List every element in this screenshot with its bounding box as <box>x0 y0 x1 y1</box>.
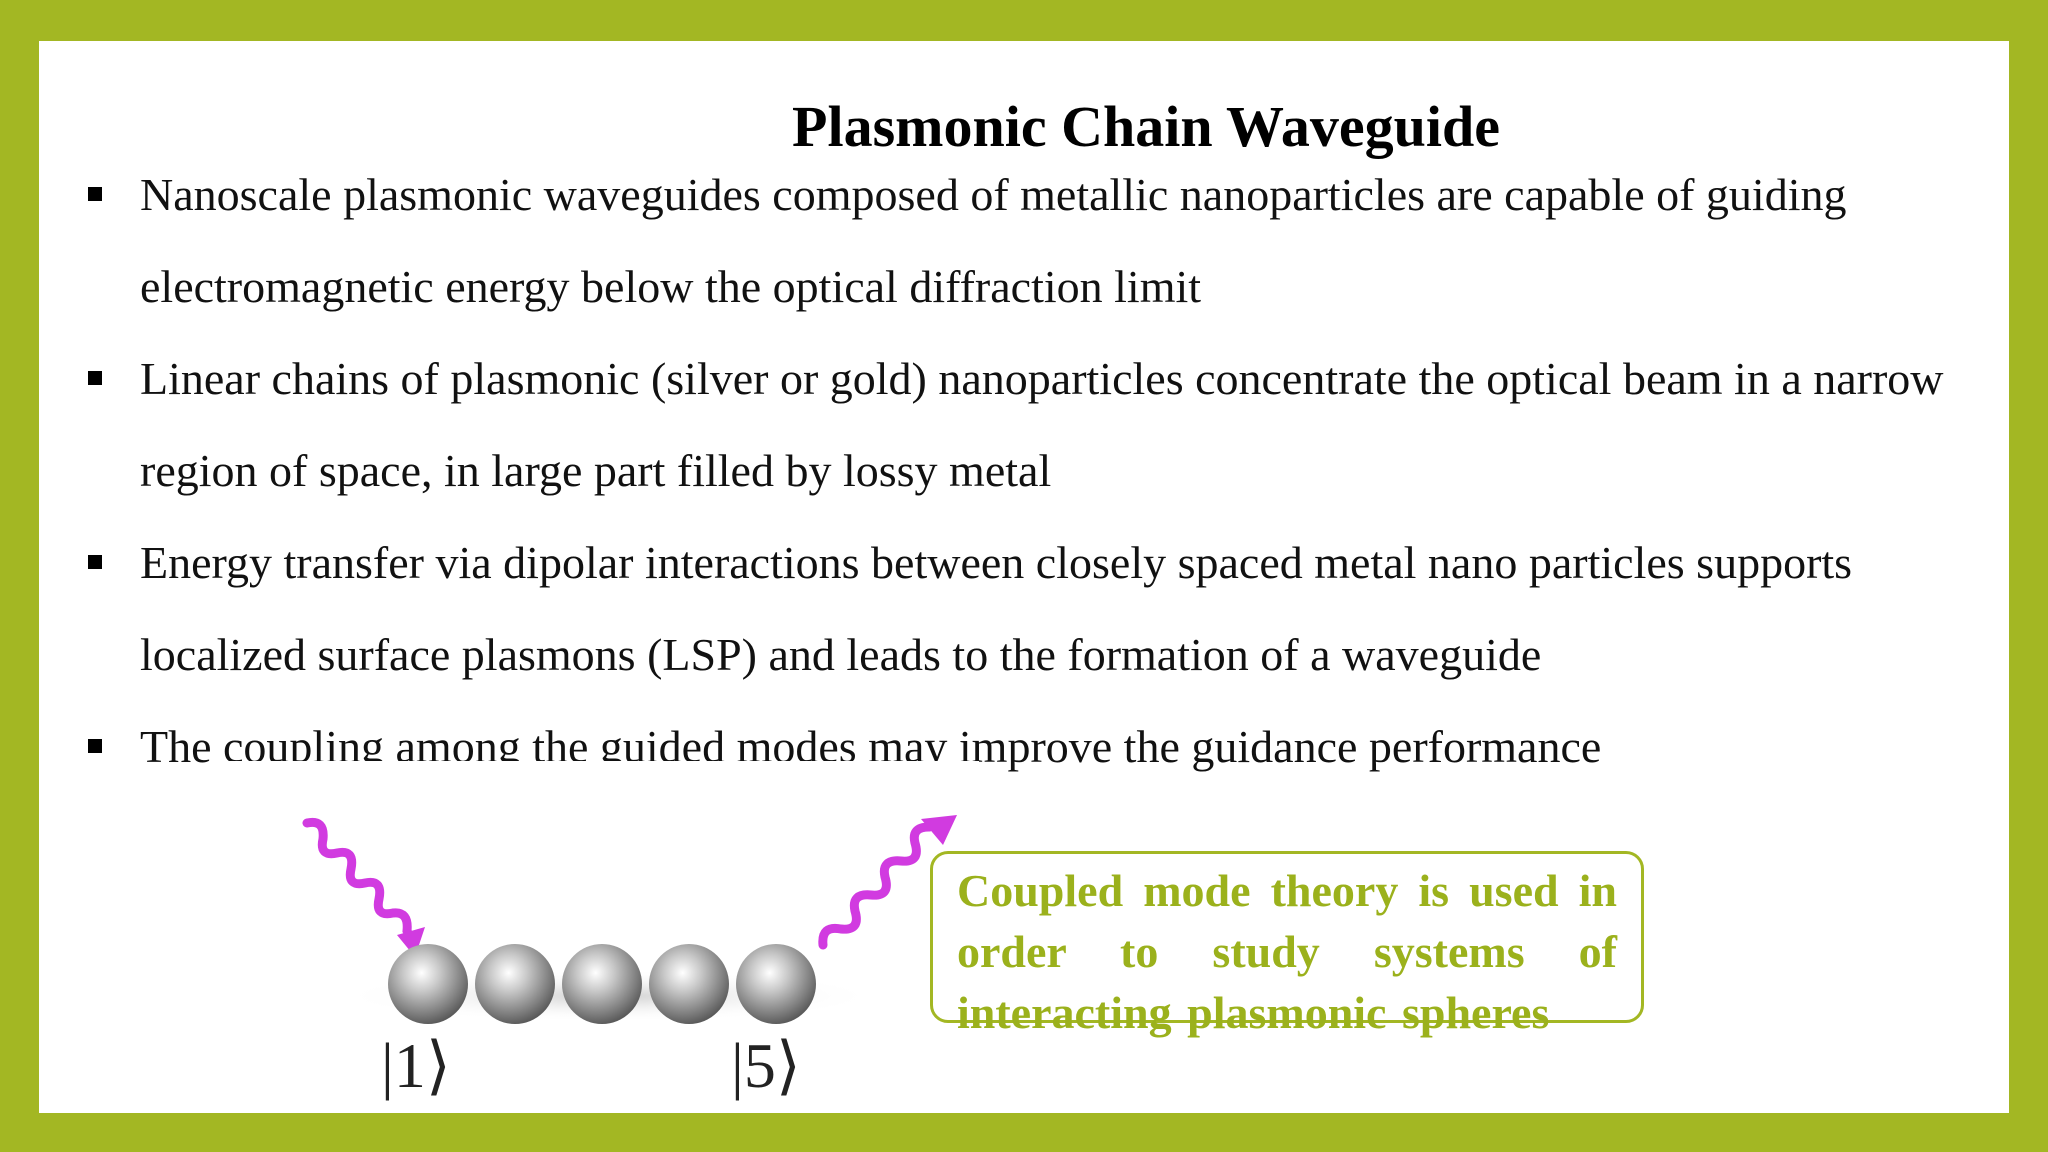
sphere-chain <box>339 944 879 1024</box>
slide: Plasmonic Chain Waveguide Nanoscale plas… <box>39 41 2009 1113</box>
nanoparticle-sphere <box>649 944 729 1024</box>
nanoparticle-sphere <box>736 944 816 1024</box>
nanoparticle-sphere <box>388 944 468 1024</box>
nanoparticle-chain-figure: |1⟩ |5⟩ <box>219 761 979 1113</box>
bullet-text: Nanoscale plasmonic waveguides composed … <box>140 169 1847 312</box>
bullet-item: Nanoscale plasmonic waveguides composed … <box>39 149 1999 333</box>
state-label-left: |1⟩ <box>381 1030 451 1101</box>
outgoing-wave-arrow-icon <box>818 815 957 950</box>
state-label-right: |5⟩ <box>731 1030 801 1101</box>
chain-svg: |1⟩ |5⟩ <box>302 815 957 1101</box>
bullet-text: Energy transfer via dipolar interactions… <box>140 537 1853 680</box>
incoming-wave-arrow-icon <box>302 817 425 957</box>
square-bullet-icon <box>88 187 102 201</box>
nanoparticle-sphere <box>475 944 555 1024</box>
square-bullet-icon <box>88 555 102 569</box>
square-bullet-icon <box>88 371 102 385</box>
slide-title: Plasmonic Chain Waveguide <box>792 94 1500 159</box>
nanoparticle-sphere <box>562 944 642 1024</box>
callout-box: Coupled mode theory is used in order to … <box>930 851 1644 1038</box>
bullet-item: Energy transfer via dipolar interactions… <box>39 517 1999 701</box>
callout-text: Coupled mode theory is used in order to … <box>957 865 1617 1038</box>
square-bullet-icon <box>88 739 102 753</box>
bullet-item: Linear chains of plasmonic (silver or go… <box>39 333 1999 517</box>
bullet-list: Nanoscale plasmonic waveguides composed … <box>39 149 1999 793</box>
bullet-text: Linear chains of plasmonic (silver or go… <box>140 353 1944 496</box>
